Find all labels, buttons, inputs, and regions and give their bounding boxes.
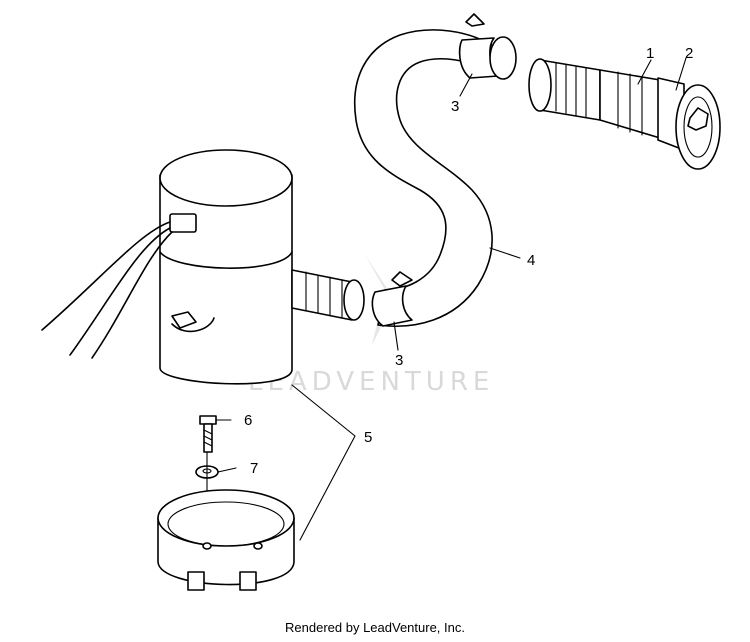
pump-base [157, 451, 295, 591]
hose-clamp-lower [371, 271, 413, 327]
hose-clamp-upper [458, 13, 517, 80]
callout-7: 7 [250, 460, 258, 477]
callout-2: 2 [685, 45, 693, 62]
callout-3-upper: 3 [451, 98, 459, 115]
bilge-pump [41, 149, 365, 385]
through-hull-fitting [528, 58, 721, 170]
callouts: 1 2 3 3 4 5 6 7 [244, 45, 693, 477]
callout-4: 4 [527, 252, 535, 269]
footer-credit: Rendered by LeadVenture, Inc. [285, 620, 465, 635]
callout-1: 1 [646, 45, 654, 62]
callout-3-lower: 3 [395, 352, 403, 369]
leader-lines [215, 57, 687, 541]
bolt [199, 415, 217, 453]
callout-5: 5 [364, 429, 372, 446]
callout-6: 6 [244, 412, 252, 429]
